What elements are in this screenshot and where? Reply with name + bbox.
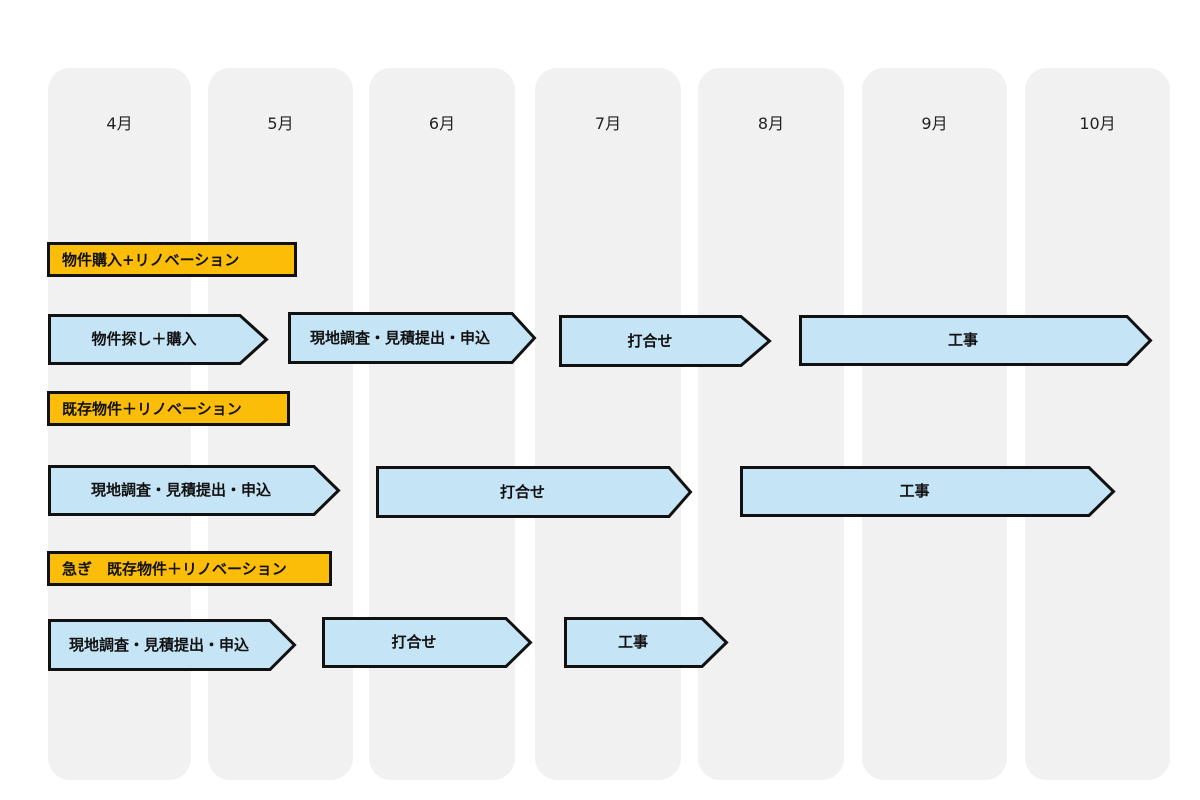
section-label-existing-renovation: 既存物件＋リノベーション bbox=[47, 391, 290, 426]
arrow-shape bbox=[322, 617, 533, 668]
arrow-shape bbox=[48, 619, 297, 671]
month-column-aug bbox=[698, 68, 844, 780]
step-survey-estimate-application: 現地調査・見積提出・申込 bbox=[288, 312, 537, 364]
arrow-shape bbox=[559, 315, 772, 367]
step-construction: 工事 bbox=[564, 617, 729, 668]
step-meeting: 打合せ bbox=[322, 617, 533, 668]
arrow-shape bbox=[288, 312, 537, 364]
month-header-oct: 10月 bbox=[1079, 114, 1116, 133]
month-header-jun: 6月 bbox=[428, 114, 456, 133]
month-column-sep bbox=[862, 68, 1007, 780]
month-header-sep: 9月 bbox=[921, 114, 948, 133]
arrow-shape bbox=[799, 315, 1153, 366]
month-header-aug: 8月 bbox=[757, 114, 785, 133]
section-label-urgent-existing-renovation: 急ぎ 既存物件＋リノベーション bbox=[47, 551, 332, 586]
month-column-jul bbox=[535, 68, 681, 780]
month-header-may: 5月 bbox=[267, 114, 294, 133]
arrow-shape bbox=[740, 466, 1116, 517]
arrow-shape bbox=[48, 314, 269, 365]
step-label: 打合せ bbox=[391, 633, 437, 652]
month-header-jul: 7月 bbox=[594, 114, 622, 133]
step-property-search-purchase: 物件探し＋購入 bbox=[48, 314, 269, 365]
step-survey-estimate-application: 現地調査・見積提出・申込 bbox=[48, 619, 297, 671]
month-column-jun bbox=[369, 68, 515, 780]
arrow-shape bbox=[376, 466, 693, 518]
step-meeting: 打合せ bbox=[376, 466, 693, 518]
section-label-purchase-renovation: 物件購入+リノベーション bbox=[47, 242, 297, 277]
step-label: 工事 bbox=[899, 482, 930, 501]
step-label: 打合せ bbox=[499, 482, 545, 501]
step-label: 工事 bbox=[947, 331, 978, 350]
step-construction: 工事 bbox=[799, 315, 1153, 366]
step-meeting: 打合せ bbox=[559, 315, 772, 367]
step-label: 物件探し＋購入 bbox=[91, 330, 197, 349]
step-label: 現地調査・見積提出・申込 bbox=[68, 635, 249, 654]
step-label: 現地調査・見積提出・申込 bbox=[309, 328, 490, 347]
step-label: 現地調査・見積提出・申込 bbox=[90, 481, 271, 500]
month-header-apr: 4月 bbox=[106, 114, 133, 133]
arrow-shape bbox=[564, 617, 729, 668]
step-construction: 工事 bbox=[740, 466, 1116, 517]
step-survey-estimate-application: 現地調査・見積提出・申込 bbox=[48, 465, 341, 516]
month-column-oct bbox=[1025, 68, 1170, 780]
arrow-shape bbox=[48, 465, 341, 516]
step-label: 工事 bbox=[617, 633, 648, 652]
step-label: 打合せ bbox=[627, 331, 673, 350]
